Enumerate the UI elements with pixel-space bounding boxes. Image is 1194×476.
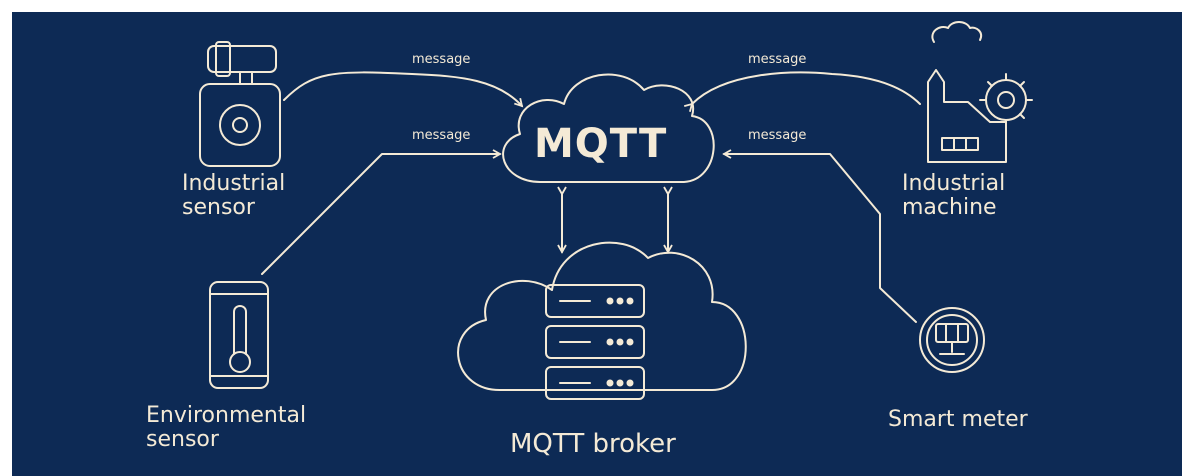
server-stack-icon <box>545 284 645 400</box>
smart-meter-icon <box>919 307 985 373</box>
mqtt-label: MQTT <box>534 121 668 167</box>
connector-industrial-sensor <box>283 71 524 108</box>
message-label-1: message <box>412 52 471 67</box>
connector-environmental-sensor <box>261 149 502 275</box>
diagram-graphics <box>199 21 1033 400</box>
connector-industrial-machine <box>683 71 921 113</box>
message-label-2: message <box>412 128 471 143</box>
industrial-sensor-icon <box>199 41 281 167</box>
industrial-sensor-label: Industrial sensor <box>182 171 286 221</box>
smart-meter-label: Smart meter <box>888 407 1028 432</box>
connector-smart-meter <box>722 149 917 323</box>
mqtt-cloud <box>502 73 715 183</box>
broker-label: MQTT broker <box>510 429 676 459</box>
industrial-machine-icon <box>927 21 1033 163</box>
message-label-4: message <box>748 128 807 143</box>
message-label-3: message <box>748 52 807 67</box>
industrial-machine-label: Industrial machine <box>902 171 1006 221</box>
mqtt-diagram: message message message message MQTT MQT… <box>12 12 1182 476</box>
environmental-sensor-label: Environmental sensor <box>146 403 307 453</box>
broker-cloud <box>457 241 747 392</box>
environmental-sensor-icon <box>209 281 269 389</box>
